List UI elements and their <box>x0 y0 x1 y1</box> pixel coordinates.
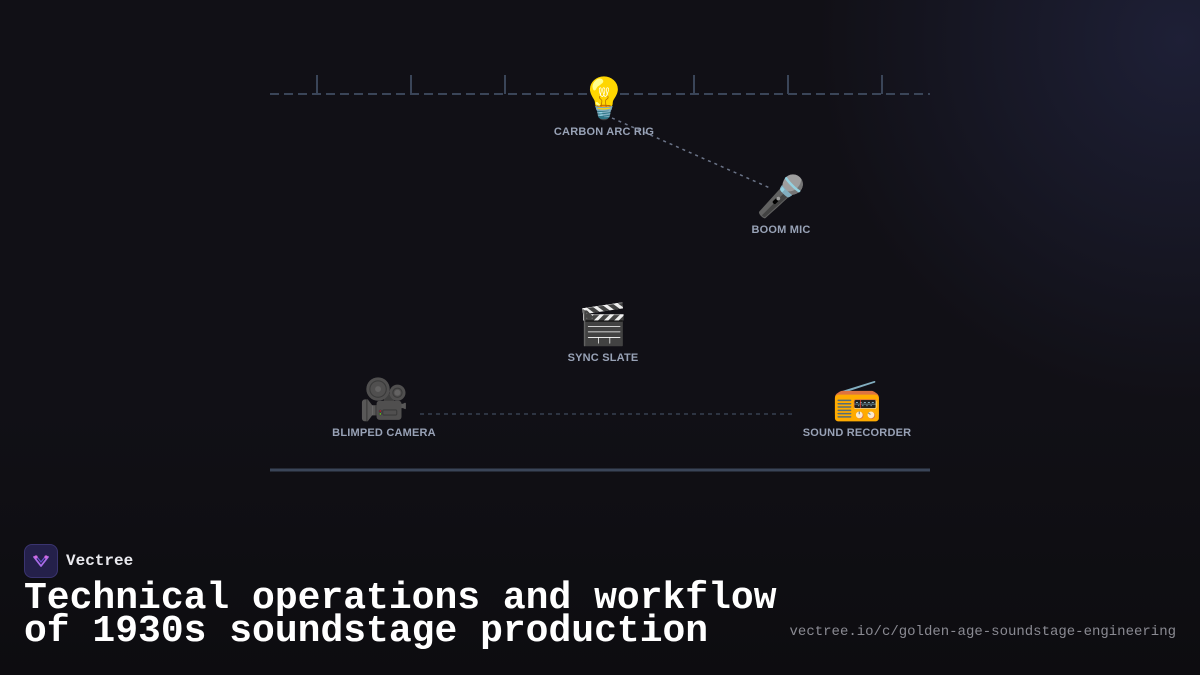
light-to-mic-connector <box>611 117 771 189</box>
rail-ticks <box>316 75 883 94</box>
microphone-icon: 🎤 <box>756 175 806 219</box>
lightbulb-icon: 💡 <box>579 77 629 121</box>
radio-icon: 📻 <box>832 378 882 422</box>
movie-camera-icon: 🎥 <box>359 378 409 422</box>
node-carbon-arc-rig: 💡 CARBON ARC RIG <box>554 76 654 138</box>
brand-name: Vectree <box>66 552 134 570</box>
page-title: Technical operations and workflow of 193… <box>24 577 777 653</box>
blimped-camera-label: BLIMPED CAMERA <box>332 427 436 439</box>
node-sync-slate: 🎬 SYNC SLATE <box>568 302 639 364</box>
node-blimped-camera: 🎥 BLIMPED CAMERA <box>332 377 436 439</box>
sync-slate-label: SYNC SLATE <box>567 352 639 364</box>
vectree-logo-icon <box>24 544 58 578</box>
source-url[interactable]: vectree.io/c/golden-age-soundstage-engin… <box>789 624 1176 640</box>
sound-recorder-label: SOUND RECORDER <box>802 427 912 439</box>
node-sound-recorder: 📻 SOUND RECORDER <box>803 377 912 439</box>
brand[interactable]: Vectree <box>24 544 133 578</box>
boom-mic-label: BOOM MIC <box>751 224 811 236</box>
clapperboard-icon: 🎬 <box>578 303 628 347</box>
node-boom-mic: 🎤 BOOM MIC <box>751 174 810 236</box>
carbon-arc-rig-label: CARBON ARC RIG <box>553 126 655 138</box>
